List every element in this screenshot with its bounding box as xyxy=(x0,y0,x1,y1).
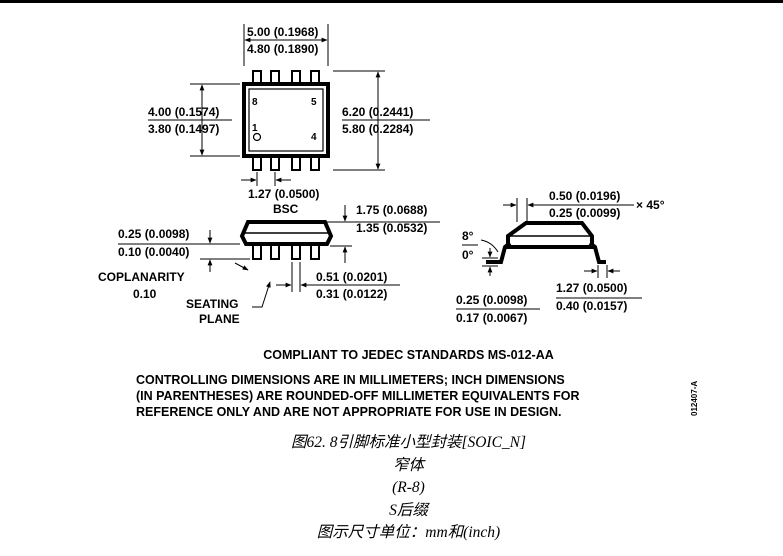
overall-width-max: 6.20 (0.2441) xyxy=(342,105,413,119)
figure-caption: 图62. 8引脚标准小型封装[SOIC_N] 窄体 (R-8) S后缀 图示尺寸… xyxy=(0,432,783,545)
caption-line-5: 图示尺寸单位：mm和(inch) xyxy=(316,524,501,541)
foot-length-max: 1.27 (0.0500) xyxy=(556,281,627,295)
pin-1-label: 1 xyxy=(252,123,258,134)
caption-line-2: 窄体 xyxy=(392,456,424,474)
standoff-min: 0.10 (0.0040) xyxy=(118,245,189,259)
coplanarity-label: COPLANARITY xyxy=(98,270,185,284)
chamfer-min: 0.25 (0.0099) xyxy=(549,206,620,220)
lead-width-max: 0.51 (0.0201) xyxy=(316,270,387,284)
caption-line-1: 图62. 8引脚标准小型封装[SOIC_N] xyxy=(290,434,527,451)
height-max: 1.75 (0.0688) xyxy=(356,203,427,217)
top-view xyxy=(242,70,330,171)
body-width-min: 3.80 (0.1497) xyxy=(148,122,219,136)
pin-4-label: 4 xyxy=(311,132,317,143)
controlling-line-2: (IN PARENTHESES) ARE ROUNDED-OFF MILLIME… xyxy=(136,389,580,403)
angle-dimension xyxy=(462,239,499,253)
plane-label: PLANE xyxy=(199,312,240,326)
lead-thickness-dimension xyxy=(456,248,540,310)
angle-max: 8° xyxy=(462,229,474,243)
chamfer-max: 0.50 (0.0196) xyxy=(549,189,620,203)
height-min: 1.35 (0.0532) xyxy=(356,221,427,235)
caption-line-4: S后缀 xyxy=(389,501,428,519)
height-dimension xyxy=(300,205,440,263)
overall-width-min: 5.80 (0.2284) xyxy=(342,122,413,136)
pin-8-label: 8 xyxy=(252,97,258,108)
side-view xyxy=(239,220,334,260)
length-max: 5.00 (0.1968) xyxy=(247,25,318,39)
lead-width-min: 0.31 (0.0122) xyxy=(316,287,387,301)
angle-min: 0° xyxy=(462,248,474,262)
overall-width-dimension xyxy=(333,70,430,171)
top-rule xyxy=(0,0,783,3)
seating-label: SEATING xyxy=(186,297,238,311)
chamfer-dimension xyxy=(503,198,634,222)
body-width-max: 4.00 (0.1574) xyxy=(148,105,219,119)
standoff-dimension xyxy=(118,230,250,272)
seating-plane-leader xyxy=(252,281,271,308)
standoff-max: 0.25 (0.0098) xyxy=(118,227,189,241)
end-view xyxy=(486,221,606,264)
lead-thickness-max: 0.25 (0.0098) xyxy=(456,293,527,307)
package-outline-drawing: 8 5 1 4 5.00 (0.1968) 4.80 (0.1890) 4.00… xyxy=(98,24,665,326)
jedec-compliance-note: COMPLIANT TO JEDEC STANDARDS MS-012-AA xyxy=(0,348,783,362)
coplanarity-value: 0.10 xyxy=(133,287,157,301)
lead-width-dimension xyxy=(276,262,400,292)
caption-line-3: (R-8) xyxy=(392,479,425,496)
length-dimension xyxy=(243,24,329,66)
pin-5-label: 5 xyxy=(311,97,317,108)
controlling-line-3: REFERENCE ONLY AND ARE NOT APPROPRIATE F… xyxy=(136,405,562,419)
drawing-code: 012407-A xyxy=(690,380,699,416)
length-min: 4.80 (0.1890) xyxy=(247,42,318,56)
pitch-bsc: BSC xyxy=(273,202,299,216)
compliance-text: COMPLIANT TO JEDEC STANDARDS MS-012-AA xyxy=(263,348,554,362)
foot-length-min: 0.40 (0.0157) xyxy=(556,299,627,313)
pitch-dimension xyxy=(241,172,291,186)
controlling-dimensions-note: CONTROLLING DIMENSIONS ARE IN MILLIMETER… xyxy=(136,372,696,420)
lead-thickness-min: 0.17 (0.0067) xyxy=(456,311,527,325)
pitch-value: 1.27 (0.0500) xyxy=(248,187,319,201)
controlling-line-1: CONTROLLING DIMENSIONS ARE IN MILLIMETER… xyxy=(136,373,565,387)
chamfer-angle: × 45° xyxy=(636,198,665,212)
foot-length-dimension xyxy=(556,265,642,299)
body-width-dimension xyxy=(148,83,240,157)
coplanarity-leader xyxy=(234,262,249,271)
